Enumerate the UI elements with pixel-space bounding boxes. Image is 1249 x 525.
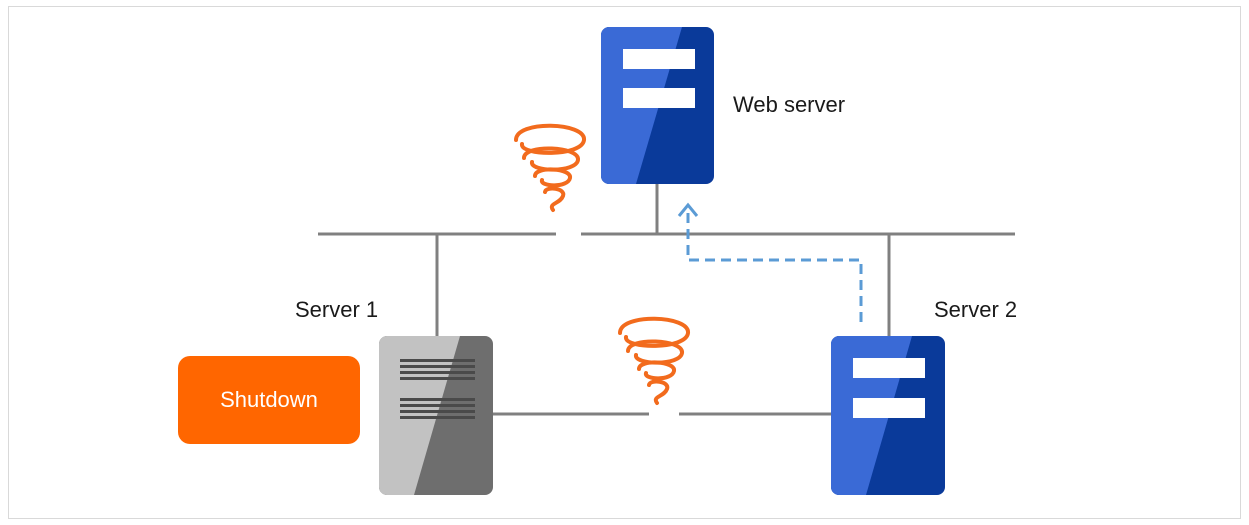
tornado-icon: [618, 316, 690, 405]
route-arrow: [677, 202, 863, 322]
shutdown-badge: Shutdown: [178, 356, 360, 444]
server1-label: Server 1: [295, 297, 379, 322]
server2-icon: [831, 336, 945, 495]
network-lines: [318, 184, 1015, 416]
web-server-label: Web server: [733, 92, 846, 117]
tornado-icon: [514, 123, 586, 212]
server1-icon: [379, 336, 493, 495]
web-server-icon: [601, 27, 714, 184]
server2-label: Server 2: [934, 297, 1018, 322]
